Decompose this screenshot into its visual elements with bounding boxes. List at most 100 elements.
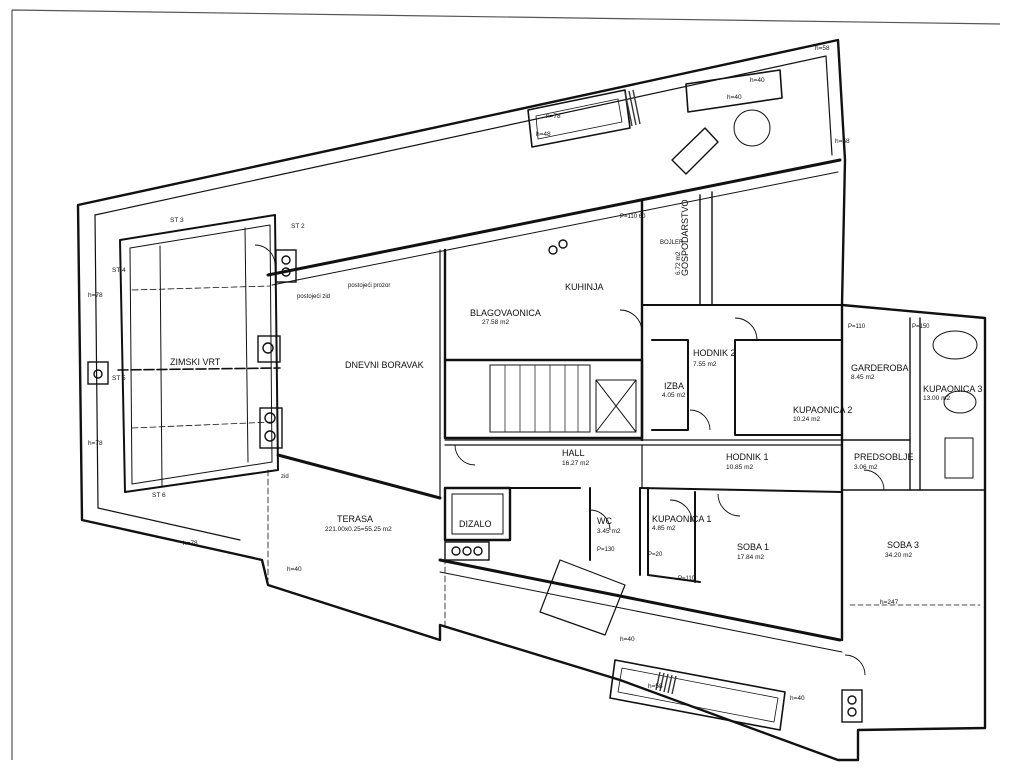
room-soba-1-name: SOBA 1: [737, 542, 769, 552]
outer-wall-inner-line: [94, 55, 833, 216]
shaft: [595, 379, 637, 433]
winter-garden-frame: [119, 214, 279, 493]
outer-wall: [76, 38, 987, 762]
gospodarstvo-walls: [699, 191, 713, 306]
room-gospodarstvo-name: GOSPODARSTVO: [680, 199, 690, 276]
parapet-inner-line: [94, 214, 241, 541]
door-kup1: [669, 499, 693, 523]
winter-garden-inner: [129, 224, 273, 485]
note-p150: P=150: [912, 324, 930, 330]
note-st3: ST 3: [170, 217, 184, 224]
room-hall-area: 16.27 m2: [562, 460, 589, 467]
predsoblje-walls: [841, 439, 986, 491]
planter-top-right: [685, 69, 783, 113]
note-h40-bottom2: h=40: [790, 695, 805, 702]
room-dizalo-name: DIZALO: [459, 519, 492, 529]
north-wall-inner: [271, 171, 839, 286]
note-h58-top: h=58: [815, 45, 830, 52]
washbasin-oval: [943, 390, 977, 414]
note-h40-top2: h=40: [750, 77, 765, 84]
door-soba3: [844, 654, 866, 676]
sunbed-top: [671, 127, 719, 175]
room-hodnik-1-name: HODNIK 1: [726, 452, 769, 462]
hatch-top: [624, 89, 641, 127]
room-dnevni-boravak-name: DNEVNI BORAVAK: [345, 360, 424, 370]
duct-3-hole-a: [264, 412, 276, 424]
stair-treads: [504, 364, 579, 433]
lift-cabin: [451, 493, 504, 535]
duct-1-hole-a: [281, 255, 291, 265]
south-wall-east-inner: [439, 571, 843, 653]
note-h40-bottom: h=40: [620, 636, 635, 643]
room-garderoba-area: 8.45 m2: [851, 374, 875, 381]
duct-3: [259, 407, 283, 449]
door-hodnik2: [619, 309, 643, 333]
note-st4: ST 4: [112, 267, 126, 274]
room-hall-name: HALL: [562, 448, 585, 458]
room-soba-1-area: 17.84 m2: [737, 554, 764, 561]
north-wall: [266, 158, 842, 277]
note-h78-bottom: h=78: [183, 540, 198, 547]
room-kupaonica-3-name: KUPAONICA 3: [923, 384, 982, 394]
note-h40-top: h=40: [727, 94, 742, 101]
kupaonica2-walls: [734, 339, 843, 436]
duct-2: [257, 335, 281, 363]
room-soba-3-area: 34.20 m2: [885, 552, 912, 559]
scan-border: [11, 9, 1001, 760]
lift-ducts: [444, 541, 490, 561]
door-izba: [689, 409, 711, 431]
door-wc: [589, 509, 611, 531]
note-bojler: BOJLER: [660, 240, 684, 246]
duct-5-hole-b: [847, 707, 857, 717]
stove-ring-b: [548, 245, 558, 255]
room-kupaonica-1-name: KUPAONICA 1: [652, 514, 711, 524]
door-kup2: [734, 317, 758, 341]
south-wall-west: [276, 453, 442, 500]
room-izba-area: 4.05 m2: [662, 392, 686, 399]
stove-ring: [558, 239, 568, 249]
room-terasa-name: TERASA: [337, 514, 373, 524]
duct-4-hole: [93, 369, 103, 379]
door-hall: [454, 444, 476, 466]
duct-3-hole-b: [264, 430, 276, 442]
stair-run: [489, 364, 591, 433]
room-kupaonica-2-area: 10.24 m2: [793, 416, 820, 423]
note-h78-left-bottom: h=78: [88, 440, 103, 447]
room-predsoblje-area: 3.06 m2: [854, 464, 878, 471]
room-kuhinja-name: KUHINJA: [565, 282, 604, 292]
izba-walls: [651, 339, 689, 431]
room-garderoba-name: GARDEROBA: [851, 363, 909, 373]
door-soba1: [717, 493, 741, 517]
winter-garden-axis: [117, 367, 281, 371]
note-p20: P=20: [648, 552, 663, 558]
room-soba-3-name: SOBA 3: [887, 540, 919, 550]
duct-5-hole-a: [847, 695, 857, 705]
planter-top-left-inner: [535, 98, 623, 140]
winter-garden-mullions: [159, 227, 249, 487]
lift-duct-a: [451, 546, 461, 556]
south-wall-east: [438, 558, 842, 642]
lift-duct-b: [462, 546, 472, 556]
garderoba-east-wall: [909, 317, 921, 491]
room-hodnik-2-name: HODNIK 2: [693, 348, 736, 358]
room-blagovaonica-name: BLAGOVAONICA: [470, 308, 541, 318]
planter-bottom-inner: [617, 667, 779, 723]
winter-garden-dashed: [131, 285, 273, 429]
note-zid: zid: [281, 474, 289, 480]
room-hodnik-1-area: 10.85 m2: [726, 464, 753, 471]
duct-2-hole: [262, 342, 274, 354]
room-izba-name: IZBA: [664, 381, 684, 391]
note-h58-bottom: h=58: [648, 683, 663, 690]
room-wc-name: WC: [597, 516, 612, 526]
note-h78-top: h=78: [546, 113, 561, 120]
note-h247: h=247: [880, 599, 899, 606]
duct-1: [275, 249, 297, 283]
room-blagovaonica-area: 27.58 m2: [482, 319, 509, 326]
shower-kup3: [944, 437, 974, 479]
note-h58-right: h=58: [835, 138, 850, 145]
table-bottom: [539, 559, 626, 636]
note-p110-kitchen: P=110 60: [620, 214, 646, 220]
room-gospodarstvo-area: 6.72 m2: [675, 251, 682, 275]
